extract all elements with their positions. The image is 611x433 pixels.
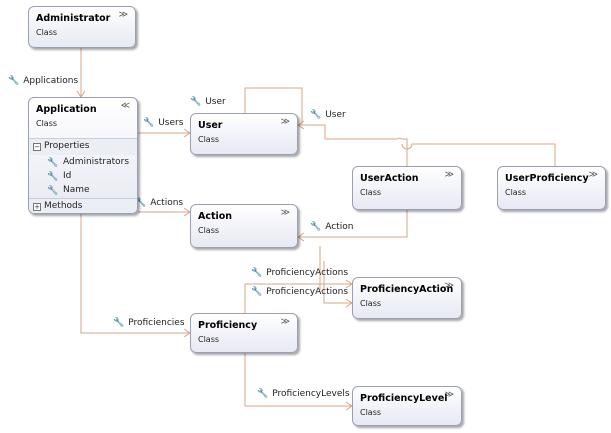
wrench-icon: 🔧 <box>251 287 263 297</box>
class-name: Proficiency <box>198 320 258 331</box>
connector-proficiency-actions-1 <box>244 283 352 313</box>
wrench-icon: 🔧 <box>310 222 322 232</box>
association-label-applications: 🔧Applications <box>8 76 79 86</box>
expand-toggle-icon[interactable]: + <box>33 203 41 211</box>
class-application[interactable]: Application Class ≪ − Properties 🔧 Admin… <box>28 97 138 214</box>
wrench-icon: 🔧 <box>135 198 147 208</box>
association-label-proficiency-levels: 🔧ProficiencyLevels <box>257 389 350 399</box>
expand-chevron-icon[interactable]: ≫ <box>280 117 290 127</box>
class-stereotype: Class <box>360 188 382 197</box>
wrench-icon: 🔧 <box>47 186 59 196</box>
class-user[interactable]: User Class ≫ <box>190 113 298 155</box>
collapse-toggle-icon[interactable]: − <box>33 143 41 151</box>
class-name: ProficiencyAction <box>360 284 454 295</box>
class-name: Application <box>36 104 97 115</box>
expand-chevron-icon[interactable]: ≫ <box>444 281 454 291</box>
connector-proficiency-levels <box>244 351 352 407</box>
class-name: Action <box>198 211 233 222</box>
association-label-users: 🔧Users <box>143 118 184 128</box>
connector-user-from-useraction <box>302 124 408 166</box>
association-label-action: 🔧Action <box>310 222 354 232</box>
wrench-icon: 🔧 <box>113 318 125 328</box>
class-name: UserProficiency <box>505 173 589 184</box>
wrench-icon: 🔧 <box>47 158 59 168</box>
properties-section-header[interactable]: − Properties <box>29 138 137 155</box>
connector-action-from-useraction <box>298 210 408 238</box>
class-stereotype: Class <box>198 135 220 144</box>
expand-chevron-icon[interactable]: ≫ <box>444 390 454 400</box>
methods-section-header[interactable]: + Methods <box>29 198 137 213</box>
class-proficiency[interactable]: Proficiency Class ≫ <box>190 313 298 353</box>
class-name: User <box>198 120 223 131</box>
class-stereotype: Class <box>198 335 220 344</box>
association-label-proficiencies: 🔧Proficiencies <box>113 318 185 328</box>
association-label-proficiency-actions-1: 🔧ProficiencyActions <box>251 268 349 278</box>
methods-label: Methods <box>44 201 83 211</box>
connector-proficiencies <box>80 214 190 334</box>
association-label-user: 🔧User <box>310 110 346 120</box>
wrench-icon: 🔧 <box>190 97 202 107</box>
association-label-proficiency-actions-2: 🔧ProficiencyActions <box>251 287 349 297</box>
class-stereotype: Class <box>360 408 382 417</box>
class-administrator[interactable]: Administrator Class ≫ <box>28 6 136 48</box>
expand-chevron-icon[interactable]: ≫ <box>280 317 290 327</box>
association-label-user-self: 🔧User <box>190 97 226 107</box>
wrench-icon: 🔧 <box>257 389 269 399</box>
properties-label: Properties <box>44 141 90 151</box>
property-item[interactable]: Name <box>63 185 90 195</box>
connector-proficiency-actions-2 <box>323 261 352 304</box>
wrench-icon: 🔧 <box>47 172 59 182</box>
class-name: UserAction <box>360 173 419 184</box>
class-stereotype: Class <box>36 119 58 128</box>
class-name: ProficiencyLevel <box>360 393 448 404</box>
property-item[interactable]: Administrators <box>63 157 130 167</box>
connector-user-from-userproficiency <box>401 143 556 166</box>
class-stereotype: Class <box>505 188 527 197</box>
association-label-actions: 🔧Actions <box>135 198 184 208</box>
class-proficiencylevel[interactable]: ProficiencyLevel Class ≫ <box>352 386 462 426</box>
wrench-icon: 🔧 <box>8 76 20 86</box>
wrench-icon: 🔧 <box>143 118 155 128</box>
expand-chevron-icon[interactable]: ≫ <box>118 10 128 20</box>
collapse-chevron-icon[interactable]: ≪ <box>120 101 130 111</box>
expand-chevron-icon[interactable]: ≫ <box>280 208 290 218</box>
arrowhead-action <box>297 232 305 242</box>
wrench-icon: 🔧 <box>310 110 322 120</box>
class-action[interactable]: Action Class ≫ <box>190 204 298 248</box>
property-item[interactable]: Id <box>63 171 72 181</box>
class-useraction[interactable]: UserAction Class ≫ <box>352 166 462 210</box>
class-stereotype: Class <box>198 226 220 235</box>
wrench-icon: 🔧 <box>251 268 263 278</box>
arrowhead-user-self <box>297 120 305 130</box>
class-userproficiency[interactable]: UserProficiency Class ≫ <box>497 166 606 210</box>
class-stereotype: Class <box>360 299 382 308</box>
class-proficiencyaction[interactable]: ProficiencyAction Class ≫ <box>352 277 462 319</box>
class-stereotype: Class <box>36 28 58 37</box>
connector-user-self <box>244 87 303 126</box>
class-name: Administrator <box>36 13 111 24</box>
expand-chevron-icon[interactable]: ≫ <box>588 170 598 180</box>
expand-chevron-icon[interactable]: ≫ <box>444 170 454 180</box>
